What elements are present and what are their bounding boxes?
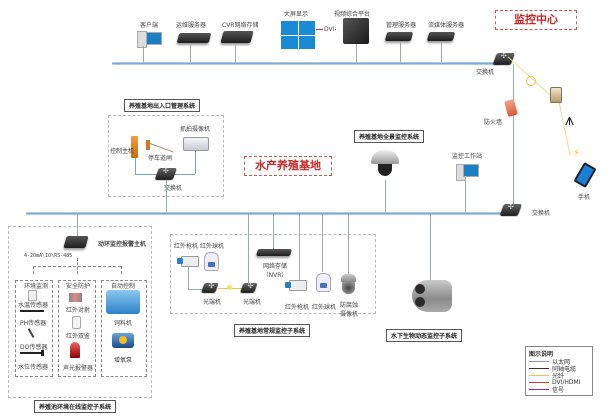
mgmt-server-label: 管理服务器 — [386, 22, 417, 29]
ir-bullet-camera-icon — [177, 256, 199, 267]
ir-dome-camera-2-label: 红外球机 — [312, 304, 337, 311]
media-server-label: 流媒体服务器 — [428, 22, 465, 29]
cvr-storage-icon — [220, 31, 254, 43]
water-temp-sensor-label: 水温传感器 — [18, 302, 49, 309]
environment-system-title: 养殖池环境在线监控子系统 — [34, 400, 117, 413]
video-wall-icon — [281, 21, 315, 49]
optical-transceiver-2-label: 光端机 — [243, 299, 262, 306]
auto-control-group — [101, 280, 147, 377]
env-monitor-group-title: 环境监测 — [24, 283, 49, 290]
platform-icon — [343, 18, 369, 44]
control-host-label: 控制主机 — [110, 148, 135, 155]
ir-dual-detector-label: 红外双鉴 — [66, 333, 91, 340]
anticorrosion-camera-icon — [341, 274, 356, 296]
ir-dome-camera-2-icon — [316, 273, 331, 292]
ir-bullet-camera-2-label: 红外枪机 — [285, 304, 310, 311]
base-switch-label: 交换机 — [532, 210, 551, 217]
lightning-icon: ⚡ — [573, 148, 581, 159]
aerator-icon — [112, 333, 134, 348]
routine-system-title: 养殖基地常规监控子系统 — [234, 324, 311, 337]
video-wall-label: 大屏显示 — [284, 11, 309, 18]
security-group-title: 安全防护 — [66, 283, 91, 290]
legend-item-ethernet: 以太网 — [529, 358, 589, 366]
phone-label: 手机 — [578, 194, 591, 201]
environment-system-box — [8, 226, 152, 398]
fiber-transceiver-icon — [526, 76, 536, 86]
ir-beam-label: 红外对射 — [66, 307, 91, 314]
nvr-label: 网络存储（NVR） — [262, 263, 288, 279]
barrier-icon — [146, 140, 150, 150]
do-sensor-label: DO传感器 — [20, 344, 48, 351]
capture-camera-icon — [183, 137, 209, 151]
underwater-camera-icon — [406, 280, 458, 316]
aerator-label: 增氧泵 — [114, 357, 133, 364]
entrance-switch-label: 交换机 — [164, 185, 183, 192]
legend-item-signal: 信号 — [529, 386, 589, 394]
water-level-sensor-icon — [20, 352, 42, 354]
ir-dual-detector-icon — [72, 316, 81, 329]
remote-fiber-line — [507, 56, 571, 156]
barrier-label: 停车道闸 — [148, 155, 173, 162]
entrance-system-title: 养殖基地出入口管理系统 — [124, 99, 201, 112]
env-monitor-group — [15, 280, 53, 377]
workstation-label: 监控工作站 — [452, 153, 483, 160]
mgmt-server-icon — [384, 32, 414, 41]
optical-transceiver-1-label: 光端机 — [203, 299, 222, 306]
ph-sensor-label: PH传感器 — [20, 320, 47, 327]
feeder-icon — [106, 290, 140, 314]
control-host-icon — [131, 136, 138, 158]
anticorrosion-camera-label: 防腐蚀摄像机 — [340, 302, 359, 318]
control-center-title: 监控中心 — [495, 10, 577, 30]
legend: 图示说明 以太网 同轴电缆 光纤 DVI/HDMI 信号 — [525, 346, 593, 396]
routine-cam-left-dome-label: 红外球机 — [200, 243, 225, 250]
base-switch-icon — [499, 204, 523, 215]
legend-title: 图示说明 — [529, 351, 554, 358]
cell-tower-icon: ⩚ — [565, 110, 575, 129]
env-interface-label: 4-20mA\IO\RS-485 — [24, 253, 73, 259]
nvr-icon — [256, 249, 292, 256]
top-switch-label: 交换机 — [476, 69, 495, 76]
siren-label: 声光报警器 — [63, 365, 94, 372]
legend-item-fiber: 光纤 — [529, 372, 589, 380]
ir-beam-icon — [69, 293, 82, 302]
panorama-system-title: 养殖基地全景监控系统 — [354, 130, 425, 143]
dvi-label: DVI — [323, 26, 336, 33]
base-backbone — [26, 212, 506, 215]
env-host-icon — [63, 236, 89, 248]
ops-server-icon — [176, 33, 212, 43]
client-label: 客户端 — [140, 22, 159, 29]
ir-bullet-camera-2-icon — [285, 280, 307, 291]
legend-item-dvi: DVI/HDMI — [529, 379, 589, 386]
auto-control-group-title: 自动控制 — [111, 283, 136, 290]
platform-label: 视频综合平台 — [334, 11, 371, 18]
cvr-storage-label: CVR网络存储 — [222, 22, 259, 29]
control-center-backbone — [112, 62, 500, 65]
ir-dome-camera-icon — [204, 252, 219, 271]
feeder-label: 饲料机 — [114, 320, 133, 327]
siren-icon — [70, 342, 80, 358]
routine-cam-left-gun-label: 红外枪机 — [174, 243, 199, 250]
media-server-icon — [426, 32, 456, 41]
firewall-label: 防火墙 — [484, 119, 503, 126]
water-temp-sensor-icon — [28, 290, 37, 301]
modem-icon — [550, 87, 562, 103]
underwater-system-title: 水下生物动态监控子系统 — [386, 329, 463, 342]
panorama-camera-icon — [371, 150, 399, 178]
env-host-label: 动环监控报警主机 — [98, 241, 147, 248]
capture-camera-label: 抓拍摄像机 — [180, 126, 211, 133]
water-level-sensor-label: 水位传感器 — [18, 364, 49, 371]
base-title: 水产养殖基地 — [244, 156, 332, 176]
security-group — [58, 280, 96, 377]
ph-sensor-icon — [20, 310, 44, 312]
ops-server-label: 运维服务器 — [176, 22, 207, 29]
legend-item-coax: 同轴电缆 — [529, 365, 589, 373]
